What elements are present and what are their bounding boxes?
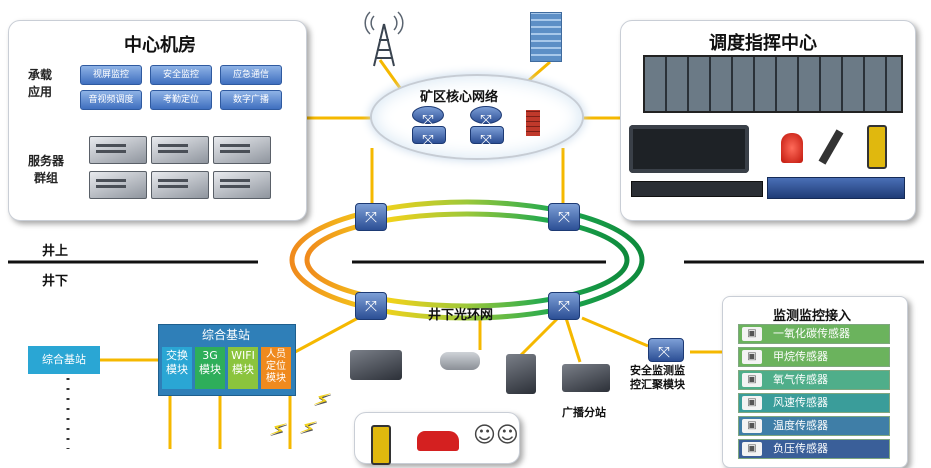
ring-switch-icon — [355, 292, 387, 320]
sensor-item-label: 氧气传感器 — [773, 373, 828, 386]
server-icon — [213, 171, 271, 199]
app-button-safety-monitor[interactable]: 安全监控 — [150, 65, 212, 85]
3g-module: 3G 模块 — [195, 347, 225, 389]
sensor-item-label: 负压传感器 — [773, 442, 828, 455]
ring-switch-icon — [548, 292, 580, 320]
substation-icon — [350, 350, 402, 380]
server-icon — [89, 136, 147, 164]
people-icon: ☺☺ — [473, 423, 519, 448]
servers-label: 服务器 群组 — [27, 154, 64, 185]
core-network-title: 矿区核心网络 — [420, 90, 499, 105]
sensor-item-label: 一氧化碳传感器 — [773, 327, 850, 340]
sensor-item-label: 温度传感器 — [773, 419, 828, 432]
vehicle-icon — [417, 431, 459, 451]
core-router-icon — [412, 106, 444, 133]
apps-label: 承载 应用 — [27, 68, 52, 99]
sensor-item-oxygen[interactable]: ▣ 氧气传感器 — [738, 370, 890, 390]
app-button-video-monitor[interactable]: 视屏监控 — [80, 65, 142, 85]
core-router-icon — [470, 106, 502, 133]
sensor-item-co[interactable]: ▣ 一氧化碳传感器 — [738, 324, 890, 344]
server-icon — [213, 136, 271, 164]
sensor-item-pressure[interactable]: ▣ 负压传感器 — [738, 439, 890, 459]
sensor-icon: ▣ — [742, 419, 762, 433]
mobile-terminal-icon — [371, 425, 391, 465]
sensor-icon: ▣ — [742, 373, 762, 387]
dispatch-console-icon — [629, 125, 749, 173]
media-gateway-icon — [767, 177, 905, 199]
aggregation-module-label: 安全监测监 控汇聚模块 — [630, 364, 685, 391]
firewall-icon — [526, 110, 540, 136]
ring-switch-icon — [548, 203, 580, 231]
server-icon — [151, 136, 209, 164]
ring-switch-icon — [355, 203, 387, 231]
core-switch-icon — [470, 126, 504, 153]
station-title: 综合基站 — [201, 328, 250, 342]
switch-module: 交换 模块 — [162, 347, 192, 389]
aggregation-module-icon — [648, 338, 684, 365]
app-button-av-dispatch[interactable]: 音视频调度 — [80, 90, 142, 110]
alarm-light-icon — [781, 133, 803, 163]
network-switch-icon — [631, 181, 763, 197]
small-station-box[interactable]: 综合基站 — [28, 346, 100, 374]
data-center-title: 中心机房 — [124, 35, 196, 56]
sensor-icon: ▣ — [742, 396, 762, 410]
server-icon — [89, 171, 147, 199]
sensor-item-label: 甲烷传感器 — [773, 350, 828, 363]
video-wall-icon — [643, 55, 903, 113]
monitoring-title: 监测监控接入 — [773, 309, 852, 324]
broadcast-station-label: 广播分站 — [562, 406, 606, 419]
dispatch-center-title: 调度指挥中心 — [709, 33, 817, 54]
location-module: 人员 定位 模块 — [261, 347, 291, 389]
underground-label: 井下 — [42, 274, 69, 289]
sensor-item-label: 风速传感器 — [773, 396, 828, 409]
data-center-panel: 中心机房 承载 应用 视屏监控 安全监控 应急通信 音视频调度 考勤定位 数字广… — [8, 20, 307, 221]
sensor-icon: ▣ — [742, 442, 762, 456]
connection-lines — [8, 59, 924, 449]
terminal-panel: ☺☺ — [354, 412, 520, 465]
telephone-icon — [506, 354, 536, 394]
camera-icon — [440, 352, 480, 370]
radio-tower-icon — [364, 11, 404, 67]
broadcast-station-icon — [562, 364, 610, 392]
sensor-icon: ▣ — [742, 327, 762, 341]
server-icon — [151, 171, 209, 199]
mobile-terminal-icon — [867, 125, 887, 169]
wifi-module: WIFI 模块 — [228, 347, 258, 389]
sensor-item-temperature[interactable]: ▣ 温度传感器 — [738, 416, 890, 436]
building-icon — [530, 12, 562, 62]
ring-label: 井下光环网 — [428, 308, 494, 323]
sensor-icon: ▣ — [742, 350, 762, 364]
above-ground-label: 井上 — [42, 244, 69, 259]
sensor-item-wind[interactable]: ▣ 风速传感器 — [738, 393, 890, 413]
dispatch-center-panel: 调度指挥中心 — [620, 20, 916, 221]
sensor-item-methane[interactable]: ▣ 甲烷传感器 — [738, 347, 890, 367]
core-switch-icon — [412, 126, 446, 153]
app-button-digital-broadcast[interactable]: 数字广播 — [220, 90, 282, 110]
app-button-attendance-location[interactable]: 考勤定位 — [150, 90, 212, 110]
app-button-emergency-comm[interactable]: 应急通信 — [220, 65, 282, 85]
microphone-icon — [818, 129, 844, 165]
